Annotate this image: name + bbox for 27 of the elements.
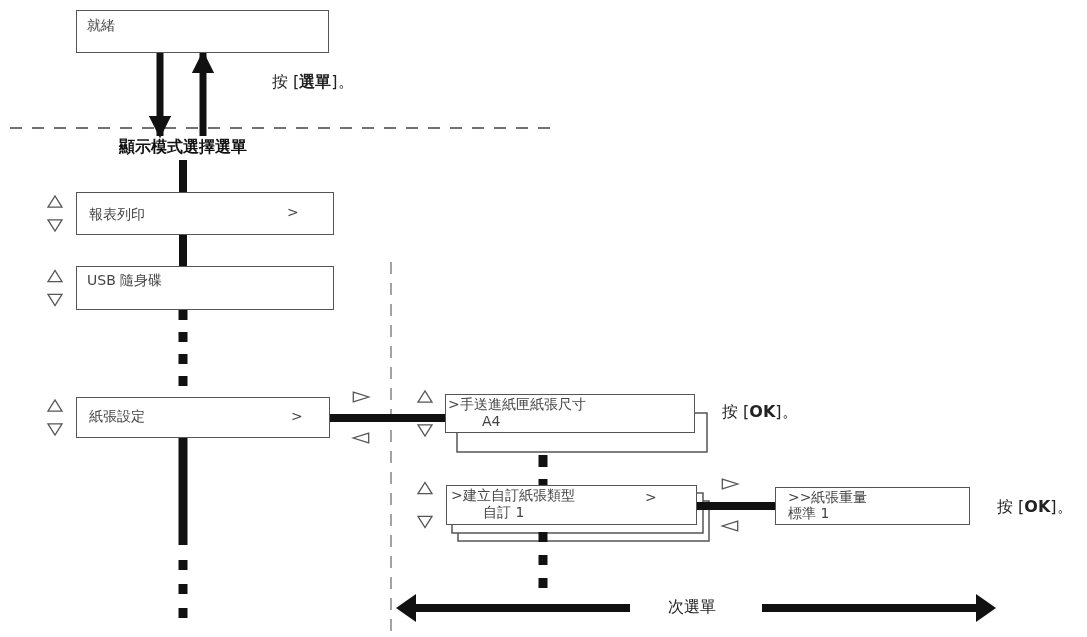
menu-title: 顯示模式選擇選單 — [88, 136, 278, 160]
lcd-screen-box — [76, 266, 334, 310]
screen-text: > — [291, 408, 303, 424]
block-arrow — [148, 53, 172, 139]
lcd-screen-box — [445, 394, 695, 433]
instruction-text: 按 [OK]。 — [997, 497, 1073, 518]
screen-text: 紙張設定 — [89, 408, 145, 424]
lcd-screen-box — [775, 487, 970, 525]
screen-text: >建立自訂紙張類型 — [451, 487, 575, 503]
lcd-screen-box — [76, 192, 334, 235]
screen-text: > — [287, 204, 299, 220]
screen-text: USB 隨身碟 — [87, 272, 163, 288]
screen-text: >手送進紙匣紙張尺寸 — [448, 396, 586, 412]
lcd-screen-box — [76, 10, 329, 53]
screen-text: A4 — [482, 413, 501, 429]
screen-text: 報表列印 — [89, 206, 145, 222]
lcd-screen-box — [76, 397, 330, 438]
submenu-label: 次選單 — [668, 597, 716, 618]
screen-text: >>紙張重量 — [788, 489, 868, 505]
screen-text: 標準 1 — [788, 505, 830, 521]
screen-text: 自訂 1 — [483, 504, 525, 520]
instruction-text: 按 [選單]。 — [272, 72, 354, 93]
screen-text: > — [645, 489, 657, 505]
instruction-text: 按 [OK]。 — [722, 402, 798, 423]
screen-text: 就緒 — [87, 17, 115, 33]
menu-connector — [179, 235, 187, 266]
lcd-screen-box — [446, 485, 697, 525]
